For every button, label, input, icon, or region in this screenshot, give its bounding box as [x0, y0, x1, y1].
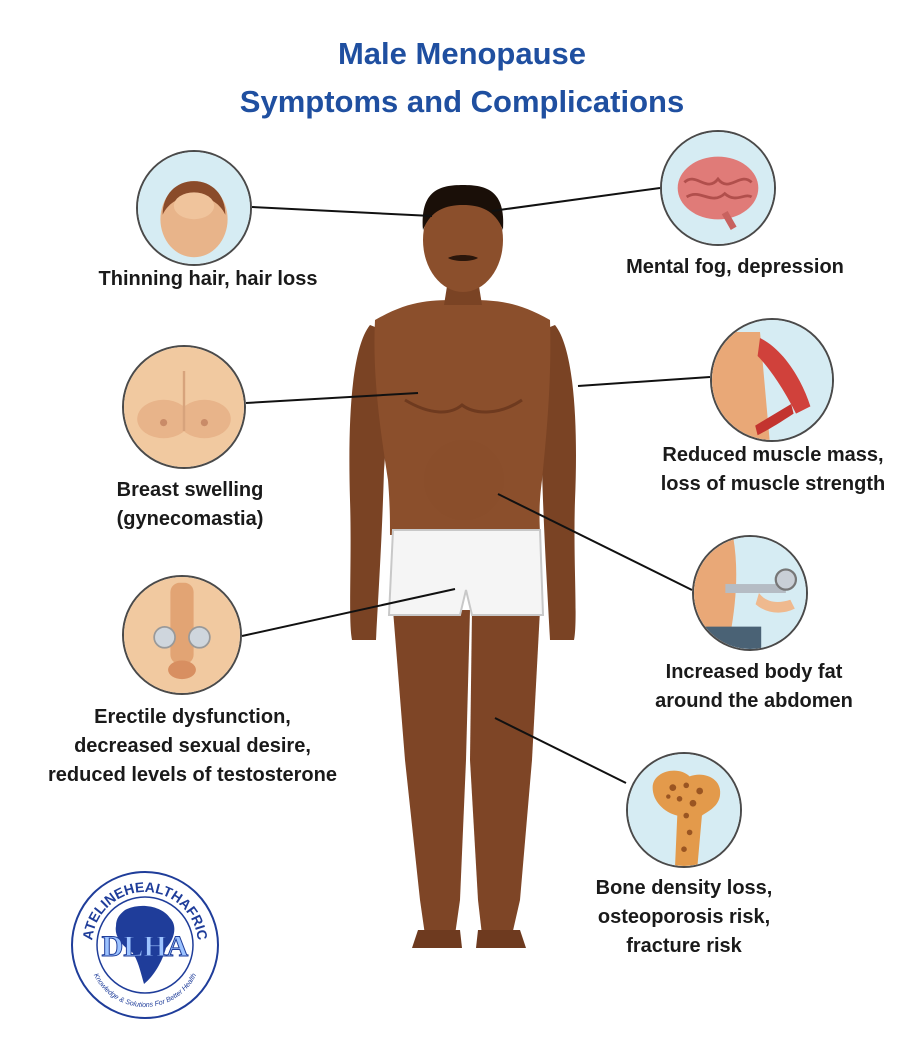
connector-breast — [245, 392, 419, 404]
body-fat-illustration — [692, 535, 808, 651]
connector-hair — [251, 206, 433, 217]
page-title: Male Menopause — [337, 36, 587, 71]
connector-muscle — [577, 376, 711, 387]
bald-head-icon — [138, 152, 250, 264]
connector-bone — [494, 717, 627, 784]
genitals-icon — [124, 577, 240, 693]
mental-fog-label: Mental fog, depression — [626, 256, 844, 278]
caliper-icon — [694, 537, 806, 649]
erectile-dysfunction-label: Erectile dysfunction, decreased sexual d… — [48, 706, 337, 786]
hair-loss-label: Thinning hair, hair loss — [98, 268, 318, 290]
logo-monogram: DLHA — [102, 930, 189, 963]
muscle-loss-illustration — [710, 318, 834, 442]
hair-loss-illustration — [136, 150, 252, 266]
connector-mental — [491, 187, 661, 212]
body-fat-label: Increased body fat around the abdomen — [655, 661, 853, 712]
bone-loss-label: Bone density loss, osteoporosis risk, fr… — [595, 877, 773, 957]
muscle-icon — [712, 320, 832, 440]
mental-fog-illustration — [660, 130, 776, 246]
male-body-illustration — [349, 185, 576, 948]
chest-icon — [124, 347, 244, 467]
muscle-loss-label: Reduced muscle mass, loss of muscle stre… — [660, 444, 886, 495]
datelinehealthafrica-logo: DATELINEHEALTHAFRICA Knowledge & Solutio… — [65, 857, 220, 1020]
connector-erectile — [241, 588, 456, 637]
connector-fat — [497, 493, 693, 591]
gynecomastia-illustration — [122, 345, 246, 469]
brain-icon — [662, 132, 774, 244]
erectile-dysfunction-illustration — [122, 575, 242, 695]
connector-lines — [241, 187, 711, 784]
bone-loss-illustration — [626, 752, 742, 868]
gynecomastia-label: Breast swelling (gynecomastia) — [116, 479, 264, 530]
bone-icon — [628, 754, 740, 866]
page-subtitle: Symptoms and Complications — [239, 84, 685, 119]
